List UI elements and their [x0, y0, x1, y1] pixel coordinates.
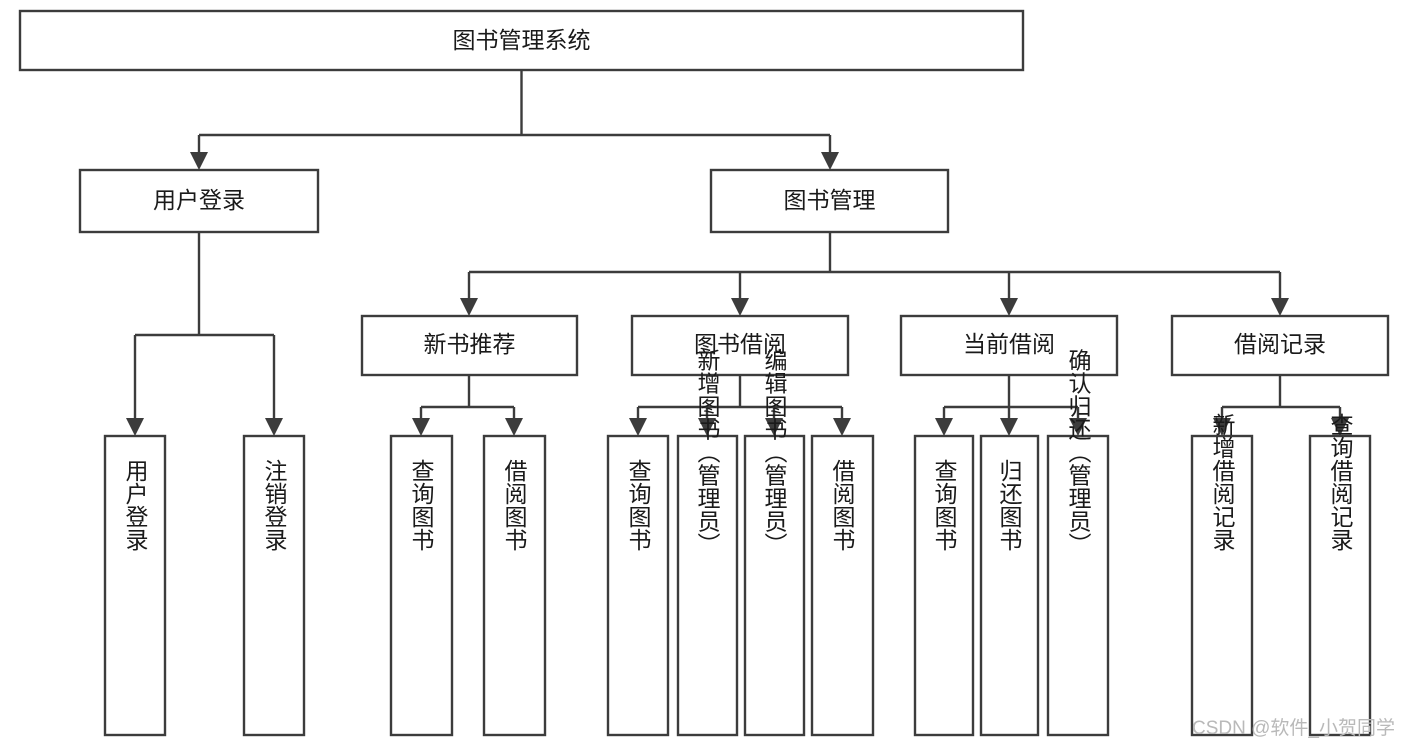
node-leaf-edit-book[interactable]: 编辑图书（管理员）	[743, 349, 806, 737]
node-leaf-query-book-2-label: 查询图书	[625, 459, 652, 551]
node-user-login[interactable]: 用户登录	[78, 168, 320, 234]
node-root-box[interactable]	[18, 9, 1025, 72]
node-leaf-user-login[interactable]: 用户登录	[103, 434, 167, 737]
node-leaf-logout-label: 注销登录	[261, 459, 288, 551]
arrow-head-leaf-query-book-1	[412, 418, 430, 436]
arrow-head-leaf-return-book	[1000, 418, 1018, 436]
node-new-book-recommend[interactable]: 新书推荐	[360, 314, 579, 377]
node-leaf-query-book-1-box[interactable]	[389, 434, 454, 737]
node-leaf-query-book-1[interactable]: 查询图书	[389, 434, 454, 737]
node-leaf-query-book-3-label: 查询图书	[931, 459, 958, 551]
node-leaf-borrow-book-1[interactable]: 借阅图书	[482, 434, 547, 737]
node-leaf-add-book-label: 新增图书（管理员）	[694, 349, 721, 556]
node-leaf-query-record[interactable]: 查询借阅记录	[1308, 413, 1372, 737]
arrow-head-borrow-record	[1271, 298, 1289, 316]
arrow-head-leaf-borrow-book-2	[833, 418, 851, 436]
node-user-login-label: 用户登录	[153, 187, 245, 213]
node-root-label: 图书管理系统	[453, 27, 591, 53]
arrow-head-book-management	[821, 152, 839, 170]
node-book-borrow[interactable]: 图书借阅	[630, 314, 850, 377]
node-leaf-return-book-box[interactable]	[979, 434, 1040, 737]
arrow-head-leaf-add-record	[1213, 418, 1231, 436]
node-leaf-query-book-2-box[interactable]	[606, 434, 670, 737]
node-leaf-query-record-label: 查询借阅记录	[1327, 413, 1354, 551]
node-leaf-query-book-3[interactable]: 查询图书	[913, 434, 975, 737]
node-leaf-logout[interactable]: 注销登录	[242, 434, 306, 737]
node-leaf-user-login-box[interactable]	[103, 434, 167, 737]
node-leaf-query-book-1-label: 查询图书	[408, 459, 435, 551]
node-root[interactable]: 图书管理系统	[18, 9, 1025, 72]
node-leaf-return-book[interactable]: 归还图书	[979, 434, 1040, 737]
node-leaf-borrow-book-1-label: 借阅图书	[501, 459, 528, 551]
node-borrow-record-box[interactable]	[1170, 314, 1390, 377]
arrow-head-leaf-query-book-2	[629, 418, 647, 436]
node-leaf-confirm-return[interactable]: 确认归还（管理员）	[1046, 349, 1110, 737]
arrow-head-user-login	[190, 152, 208, 170]
node-book-management[interactable]: 图书管理	[709, 168, 950, 234]
node-current-borrow-label: 当前借阅	[963, 331, 1055, 357]
node-leaf-confirm-return-box[interactable]	[1046, 434, 1110, 737]
arrow-head-leaf-user-login	[126, 418, 144, 436]
node-leaf-borrow-book-1-box[interactable]	[482, 434, 547, 737]
edge-layer	[126, 70, 1349, 436]
node-leaf-edit-book-box[interactable]	[743, 434, 806, 737]
node-leaf-return-book-label: 归还图书	[996, 459, 1023, 551]
node-leaf-query-book-3-box[interactable]	[913, 434, 975, 737]
node-leaf-user-login-label: 用户登录	[122, 459, 149, 551]
arrow-head-leaf-edit-book	[765, 418, 783, 436]
node-leaf-add-record[interactable]: 新增借阅记录	[1190, 413, 1254, 737]
node-user-login-box[interactable]	[78, 168, 320, 234]
watermark-label: CSDN @软件_小贺同学	[1192, 717, 1395, 739]
node-leaf-query-book-2[interactable]: 查询图书	[606, 434, 670, 737]
node-leaf-add-record-box[interactable]	[1190, 434, 1254, 737]
node-current-borrow[interactable]: 当前借阅	[899, 314, 1119, 377]
node-book-borrow-label: 图书借阅	[694, 331, 786, 357]
node-book-management-label: 图书管理	[784, 187, 876, 213]
node-new-book-recommend-label: 新书推荐	[424, 331, 516, 357]
arrow-head-leaf-logout	[265, 418, 283, 436]
node-borrow-record[interactable]: 借阅记录	[1170, 314, 1390, 377]
node-leaf-add-book[interactable]: 新增图书（管理员）	[676, 349, 739, 737]
arrow-head-leaf-add-book	[698, 418, 716, 436]
arrow-head-current-borrow	[1000, 298, 1018, 316]
node-leaf-borrow-book-2-label: 借阅图书	[829, 459, 856, 551]
node-leaf-borrow-book-2[interactable]: 借阅图书	[810, 434, 875, 737]
node-leaf-query-record-box[interactable]	[1308, 434, 1372, 737]
arrow-head-leaf-query-book-3	[935, 418, 953, 436]
node-book-borrow-box[interactable]	[630, 314, 850, 377]
arrow-head-book-borrow	[731, 298, 749, 316]
arrow-head-new-book-recommend	[460, 298, 478, 316]
node-leaf-borrow-book-2-box[interactable]	[810, 434, 875, 737]
node-leaf-logout-box[interactable]	[242, 434, 306, 737]
arrow-head-leaf-borrow-book-1	[505, 418, 523, 436]
node-leaf-add-book-box[interactable]	[676, 434, 739, 737]
node-leaf-confirm-return-label: 确认归还（管理员）	[1065, 349, 1092, 556]
arrow-head-leaf-query-record	[1331, 418, 1349, 436]
node-book-management-box[interactable]	[709, 168, 950, 234]
node-leaf-add-record-label: 新增借阅记录	[1209, 413, 1236, 551]
node-new-book-recommend-box[interactable]	[360, 314, 579, 377]
node-borrow-record-label: 借阅记录	[1234, 331, 1326, 357]
node-leaf-edit-book-label: 编辑图书（管理员）	[761, 349, 788, 556]
node-current-borrow-box[interactable]	[899, 314, 1119, 377]
arrow-head-leaf-confirm-return	[1069, 418, 1087, 436]
